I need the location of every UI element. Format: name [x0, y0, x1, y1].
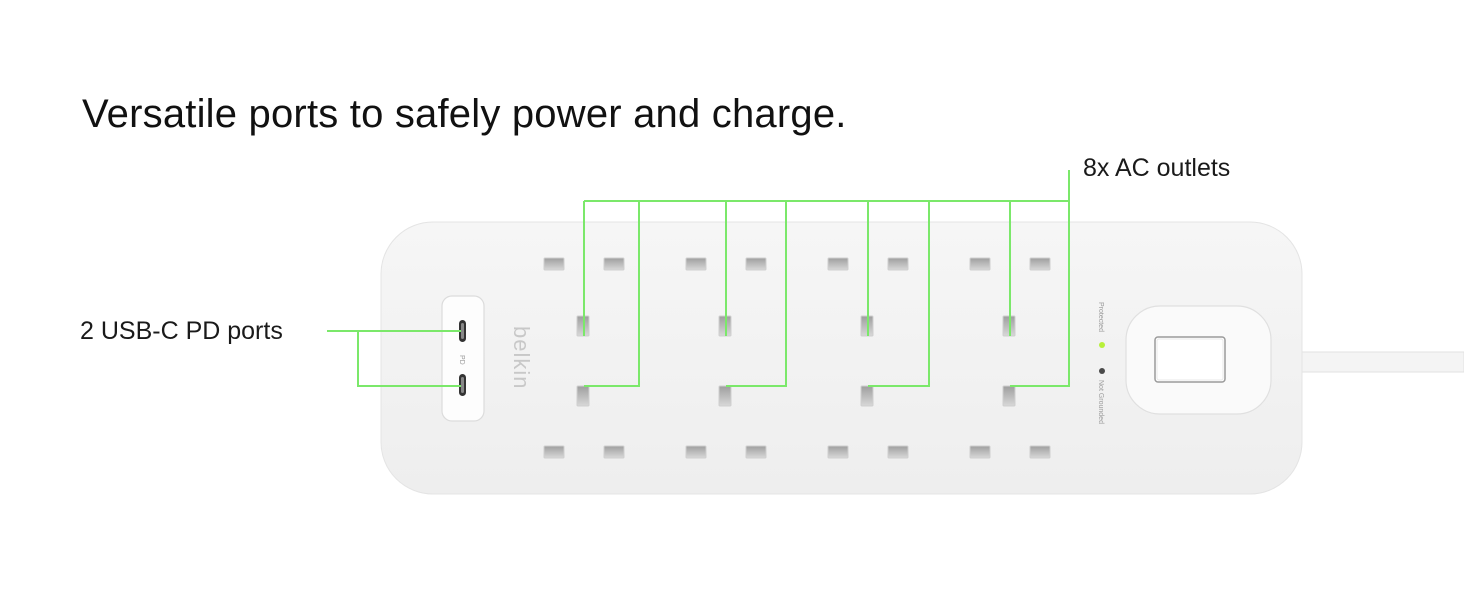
- outlet-top-pin-left-4: [969, 257, 991, 271]
- outlet-bottom-earth-1: [576, 385, 590, 407]
- protected-label: Protected: [1097, 302, 1104, 332]
- outlet-bottom-pin-right-4: [1029, 445, 1051, 459]
- outlet-bottom-earth-2: [718, 385, 732, 407]
- outlet-bottom-pin-right-3: [887, 445, 909, 459]
- outlet-top-pin-left-1: [543, 257, 565, 271]
- power-cable: [1297, 351, 1464, 373]
- headline: Versatile ports to safely power and char…: [82, 92, 847, 136]
- outlet-bottom-pin-right-2: [745, 445, 767, 459]
- grounded-led: [1099, 368, 1105, 374]
- brand-logo: belkin: [509, 326, 534, 389]
- callout-lines: [327, 170, 1070, 387]
- outlet-bottom-pin-right-1: [603, 445, 625, 459]
- outlet-bottom-pin-left-4: [969, 445, 991, 459]
- outlet-top-pin-left-2: [685, 257, 707, 271]
- ac-line-8: [1010, 201, 1070, 387]
- outlet-top-pin-right-3: [887, 257, 909, 271]
- usb-panel: [441, 295, 485, 422]
- ac-line-4: [726, 201, 787, 387]
- outlet-top-pin-right-2: [745, 257, 767, 271]
- usb-ports-callout: 2 USB-C PD ports: [80, 317, 283, 345]
- outlet-bottom-pin-left-2: [685, 445, 707, 459]
- outlet-bottom-earth-3: [860, 385, 874, 407]
- outlet-top-pin-right-1: [603, 257, 625, 271]
- ac-line-2: [584, 201, 640, 387]
- usb-pd-label: PD: [458, 355, 465, 365]
- power-switch[interactable]: [1154, 336, 1226, 383]
- outlet-bottom-pin-left-3: [827, 445, 849, 459]
- outlet-bottom-pin-left-1: [543, 445, 565, 459]
- protected-led: [1099, 342, 1105, 348]
- ac-bus-line: [584, 170, 1070, 202]
- outlet-top-pin-right-4: [1029, 257, 1051, 271]
- ac-outlets-callout: 8x AC outlets: [1083, 154, 1231, 182]
- outlet-top-pin-left-3: [827, 257, 849, 271]
- strip-body: [380, 221, 1303, 495]
- not-grounded-label: Not Grounded: [1097, 380, 1104, 424]
- usb-line: [327, 330, 461, 387]
- outlet-bottom-earth-4: [1002, 385, 1016, 407]
- ac-line-6: [868, 201, 930, 387]
